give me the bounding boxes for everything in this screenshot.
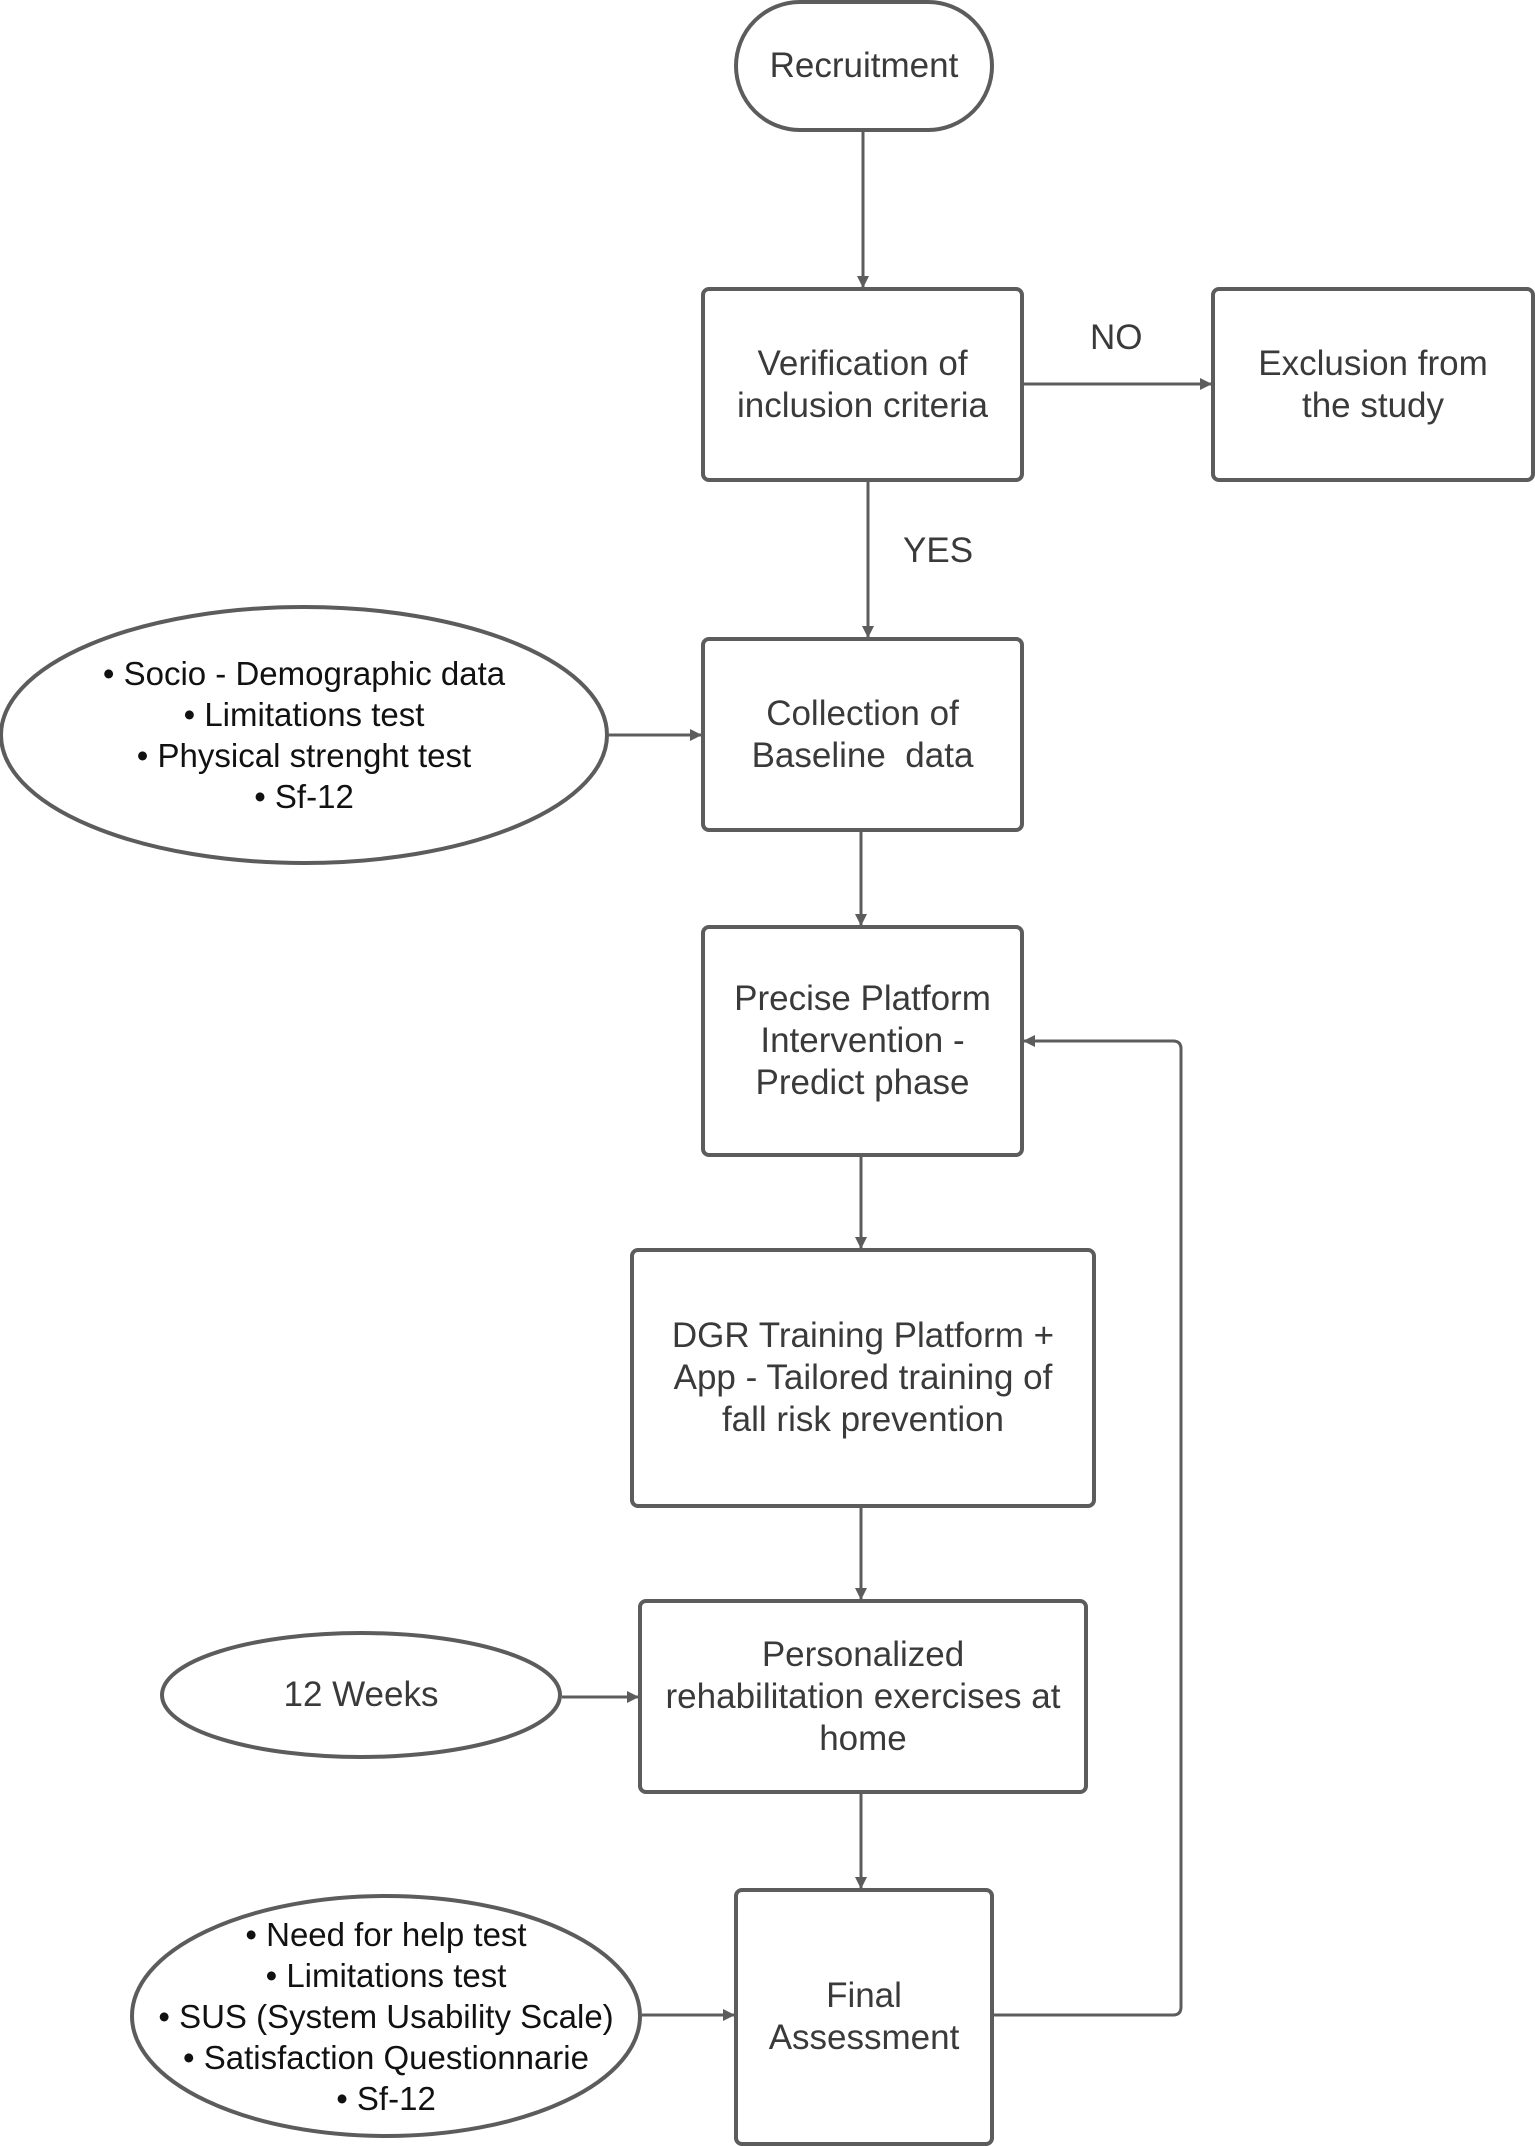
- precise-line-1: Precise Platform: [734, 979, 991, 1018]
- exclusion-label: Exclusion from the study: [1213, 289, 1533, 480]
- verification-line-1: Verification of: [757, 343, 968, 383]
- final-inputs-list: Need for help test Limitations test SUS …: [132, 1896, 640, 2136]
- weeks-label: 12 Weeks: [162, 1633, 560, 1757]
- dgr-line-1: DGR Training Platform +: [671, 1316, 1055, 1355]
- dgr-line-2: App - Tailored training of: [673, 1358, 1053, 1397]
- verification-box: [701, 287, 1024, 482]
- final-input-item: Satisfaction Questionnarie: [183, 2037, 589, 2078]
- arrow-feedback-loop: [994, 1035, 1183, 2017]
- verification-label: Verification of inclusion criteria: [703, 289, 1022, 480]
- edge-label-yes: YES: [903, 531, 974, 570]
- baseline-input-item: Socio - Demographic data: [103, 653, 506, 694]
- personalized-label: Personalized rehabilitation exercises at…: [640, 1601, 1086, 1792]
- baseline-inputs-list: Socio - Demographic data Limitations tes…: [1, 607, 607, 863]
- final-input-item: Limitations test: [266, 1955, 506, 1996]
- personalized-box: [638, 1599, 1088, 1794]
- baseline-input-item: Physical strenght test: [137, 735, 472, 776]
- baseline-box: [701, 637, 1024, 832]
- baseline-inputs-ellipse: [0, 605, 609, 865]
- baseline-input-item: Limitations test: [184, 694, 424, 735]
- precise-line-3: Predict phase: [755, 1063, 970, 1102]
- dgr-box: [630, 1248, 1096, 1508]
- final-input-item: Sf-12: [336, 2078, 436, 2119]
- precise-box: [701, 925, 1024, 1157]
- recruitment-label: Recruitment: [736, 2, 992, 130]
- dgr-label: DGR Training Platform + App - Tailored t…: [632, 1250, 1094, 1506]
- precise-label: Precise Platform Intervention - Predict …: [703, 927, 1022, 1155]
- exclusion-box: [1211, 287, 1535, 482]
- baseline-input-item: Sf-12: [254, 776, 354, 817]
- precise-line-2: Intervention -: [760, 1021, 965, 1060]
- edge-label-no: NO: [1090, 318, 1143, 357]
- final-line-1: Final: [826, 1976, 902, 2015]
- personalized-line-2: rehabilitation exercises at: [665, 1676, 1061, 1716]
- recruitment-text: Recruitment: [769, 46, 959, 85]
- weeks-ellipse: [160, 1631, 562, 1759]
- dgr-line-3: fall risk prevention: [721, 1400, 1005, 1439]
- final-input-item: SUS (System Usability Scale): [158, 1996, 614, 2037]
- final-line-2: Assessment: [768, 2018, 960, 2057]
- baseline-line-2: Baseline data: [751, 735, 974, 775]
- final-label: Final Assessment: [736, 1890, 992, 2144]
- baseline-line-1: Collection of: [766, 693, 959, 733]
- recruitment-terminal: [734, 0, 994, 132]
- baseline-label: Collection of Baseline data: [703, 639, 1022, 830]
- final-box: [734, 1888, 994, 2146]
- verification-line-2: inclusion criteria: [737, 385, 988, 425]
- exclusion-line-2: the study: [1301, 385, 1445, 425]
- exclusion-line-1: Exclusion from: [1258, 343, 1488, 383]
- final-inputs-ellipse: [130, 1894, 642, 2138]
- personalized-line-3: home: [819, 1718, 907, 1758]
- personalized-line-1: Personalized: [761, 1634, 965, 1674]
- final-input-item: Need for help test: [245, 1914, 527, 1955]
- weeks-text: 12 Weeks: [283, 1675, 439, 1714]
